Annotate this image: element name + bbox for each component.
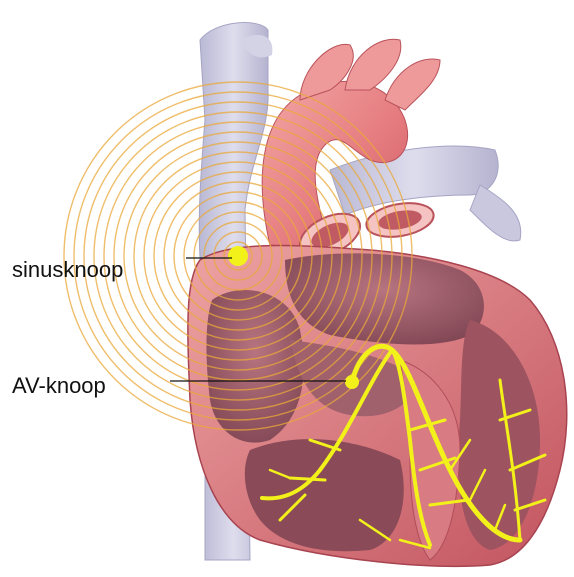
sinus-node-dot <box>228 246 248 266</box>
av-node-dot <box>345 375 359 389</box>
av-node-label: AV-knoop <box>12 373 106 399</box>
sinus-node-label: sinusknoop <box>12 257 123 283</box>
